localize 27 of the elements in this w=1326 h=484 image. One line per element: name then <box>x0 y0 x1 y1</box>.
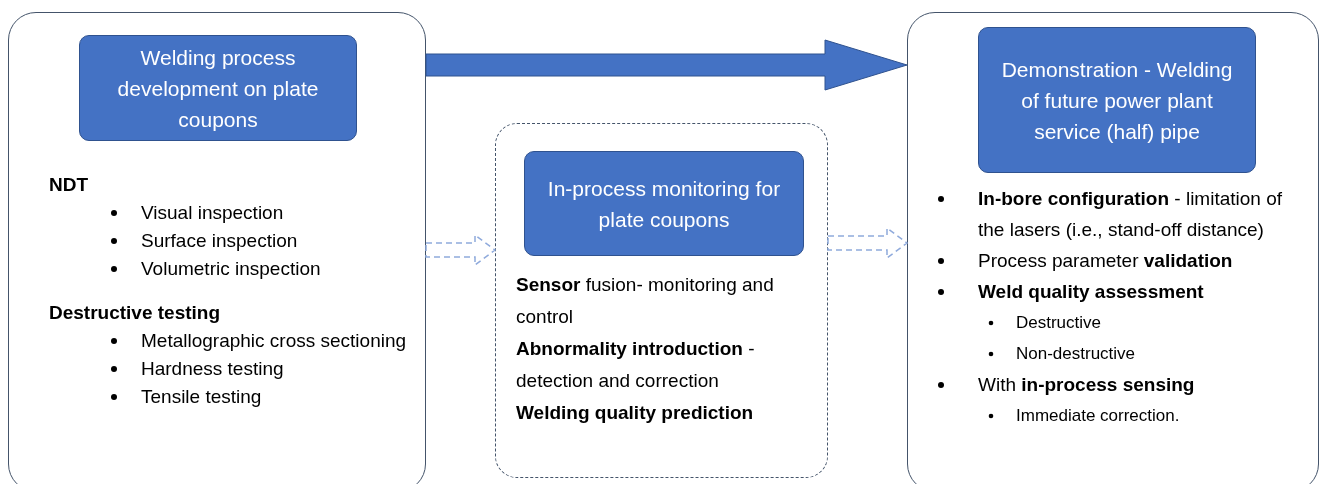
panel <box>907 12 1319 484</box>
list-item: Destructive <box>1016 312 1102 334</box>
panel <box>8 12 426 484</box>
list-item: Surface inspection <box>141 229 298 253</box>
list-item: In-bore configuration - limitation of the lasers (i.e., stand-off distance) <box>978 187 1284 242</box>
title-box: Demonstration - Welding of future power plant service (half) pipe <box>978 27 1256 173</box>
list-item: Immediate correction. <box>1016 405 1180 427</box>
list-item: Hardness testing <box>141 357 284 381</box>
heading-text: Destructive testing <box>49 301 221 325</box>
list-item: Volumetric inspection <box>141 257 321 281</box>
body-text: Abnormality introduction - detection and correction <box>516 337 756 393</box>
heading-text: Welding quality prediction <box>516 401 754 425</box>
dashed-panel <box>495 123 828 478</box>
heading-text: NDT <box>49 173 89 197</box>
arrow <box>827 226 909 260</box>
list-item: Weld quality assessment <box>978 280 1204 304</box>
list-item: Process parameter validation <box>978 249 1233 273</box>
list-item: With in-process sensing <box>978 373 1195 397</box>
title-box: In-process monitoring for plate coupons <box>524 151 804 256</box>
list-item: Visual inspection <box>141 201 284 225</box>
title-box: Welding process development on plate coupons <box>79 35 357 141</box>
body-text: Sensor fusion- monitoring and control <box>516 273 775 329</box>
list-item: Tensile testing <box>141 385 262 409</box>
list-item: Metallographic cross sectioning <box>141 329 407 353</box>
arrow <box>425 233 497 267</box>
list-item: Non-destructive <box>1016 343 1136 365</box>
arrow <box>425 39 908 91</box>
